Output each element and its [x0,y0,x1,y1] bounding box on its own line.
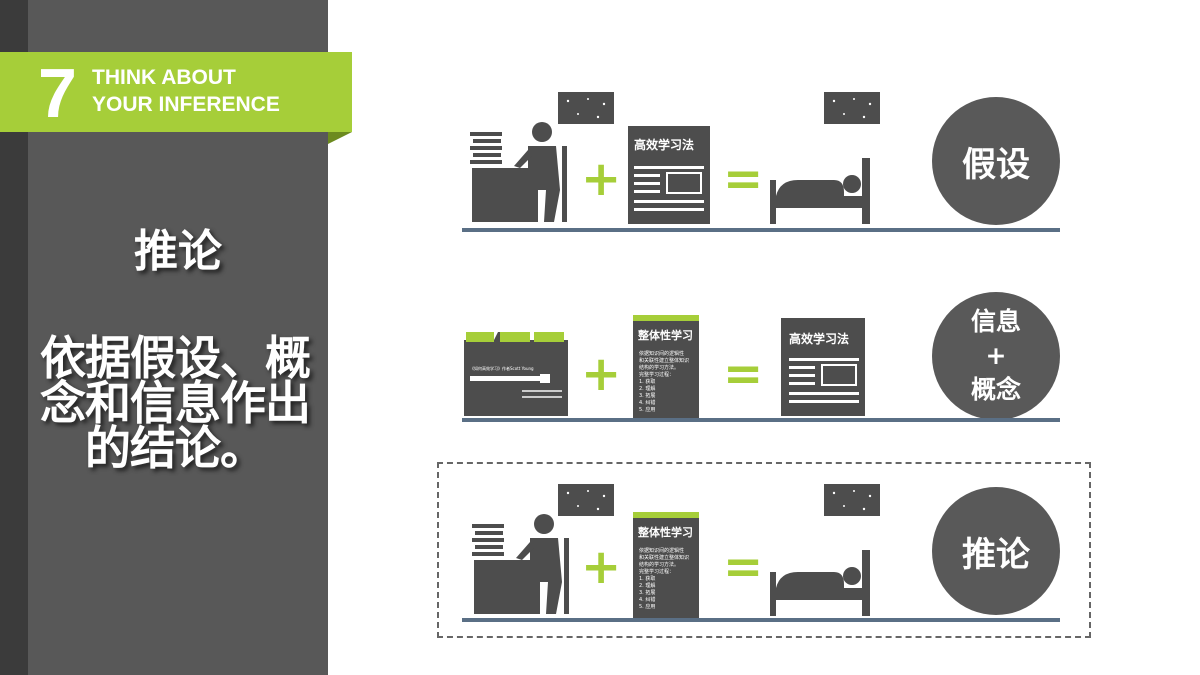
card-line: 3. 拓展 [639,393,656,399]
card-line: 2. 理解 [639,386,656,392]
card-line: 4. 纠错 [639,400,656,406]
definition-text: 依据假设、概念和信息作出的结论。 [40,331,311,475]
assumption-circle: 假设 [932,97,1060,225]
row-floor-line [462,418,1060,422]
equals-sign: = [723,539,764,595]
study-method-doc: 高效学习法 [628,126,710,224]
section-heading: THINK ABOUT YOUR INFERENCE [92,64,332,118]
night-sky-icon [558,92,614,124]
person-at-desk-icon [472,514,569,614]
page-title: 推论 [134,226,222,277]
card-line: 和关联性建立整体知识 [639,555,690,561]
equals-sign: = [723,151,764,207]
doc-title: 高效学习法 [789,332,850,346]
section-heading-line1: THINK ABOUT [92,66,236,89]
card-title: 整体性学习 [638,329,693,342]
card-line: 完整学习过程： [639,569,675,575]
section-banner [0,52,352,132]
inference-circle: 推论 [932,487,1060,615]
section-number: 7 [38,54,77,132]
section-heading-line2: YOUR INFERENCE [92,93,280,116]
folder-book-text: 《如何高效学习》作者Scott Young [470,366,534,371]
card-line: 1. 获取 [639,576,656,582]
card-title: 整体性学习 [638,526,693,539]
equals-sign: = [723,346,764,402]
night-sky-icon [824,484,880,516]
card-line: 结构的学习方法。 [639,365,680,371]
plus-sign: + [581,539,622,595]
row-floor-line [462,228,1060,232]
circle-line-plus: + [985,341,1007,370]
circle-line-concept: 概念 [970,375,1021,404]
card-line: 依据知识间的逻辑性 [639,351,685,357]
doc-title: 高效学习法 [634,138,695,152]
banner-fold [328,132,352,144]
card-line: 4. 纠错 [639,597,656,603]
card-line: 1. 获取 [639,379,656,385]
person-at-desk-icon [470,122,567,222]
holistic-learning-card: 整体性学习 依据知识间的逻辑性和关联性建立整体知识结构的学习方法。完整学习过程：… [633,512,699,618]
bed-sleeping-icon [770,550,870,616]
card-line: 3. 拓展 [639,590,656,596]
highlight-dashed-box [437,462,1091,638]
night-sky-icon [558,484,614,516]
circle-line-info: 信息 [970,307,1021,336]
bed-sleeping-icon [770,158,870,224]
card-line: 5. 应用 [639,407,656,413]
info-concept-circle: 信息 + 概念 [932,292,1060,420]
holistic-learning-card: 整体性学习 依据知识间的逻辑性和关联性建立整体知识结构的学习方法。完整学习过程：… [633,315,699,421]
night-sky-icon [824,92,880,124]
plus-sign: + [581,151,622,207]
card-line: 和关联性建立整体知识 [639,358,690,364]
card-line: 结构的学习方法。 [639,562,680,568]
card-line: 5. 应用 [639,604,656,610]
study-method-doc: 高效学习法 [781,318,865,416]
card-line: 2. 理解 [639,583,656,589]
plus-sign: + [581,346,622,402]
folder-icon [464,332,568,416]
row-floor-line [462,618,1060,622]
card-line: 完整学习过程： [639,372,675,378]
card-line: 依据知识间的逻辑性 [639,548,685,554]
